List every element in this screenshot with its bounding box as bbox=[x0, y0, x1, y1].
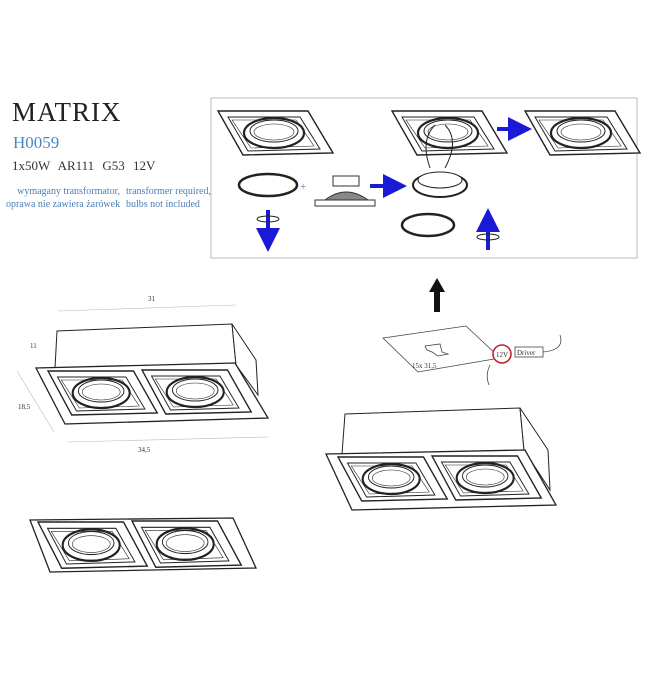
dim-height: 11 bbox=[30, 342, 37, 350]
installation-instructions-panel: + bbox=[210, 97, 642, 259]
bulb-in-gimbal bbox=[412, 124, 468, 198]
rotate-icon bbox=[476, 233, 500, 241]
note-polish: wymagany transformator, oprawa nie zawie… bbox=[6, 185, 120, 211]
arrow-up-icon bbox=[429, 278, 445, 312]
fixture-perspective bbox=[324, 407, 558, 511]
note-pl-line2: oprawa nie zawiera żarówek bbox=[6, 199, 121, 210]
product-name: MATRIX bbox=[12, 97, 122, 127]
rotate-icon bbox=[256, 215, 280, 223]
retaining-ring bbox=[237, 172, 299, 198]
fixture-front bbox=[29, 517, 258, 573]
dim-length-top: 31 bbox=[148, 295, 156, 303]
product-spec: 1x50W AR111 G53 12V bbox=[12, 158, 156, 173]
transformer-size: 15x 31,5 bbox=[412, 362, 437, 370]
product-code: H0059 bbox=[13, 133, 60, 152]
driver-label: Driver bbox=[517, 349, 536, 357]
voltage-label: 12V bbox=[496, 351, 508, 359]
direction-arrows bbox=[256, 117, 532, 252]
retaining-ring-2 bbox=[400, 212, 456, 238]
note-en-line2: bulbs not included bbox=[126, 199, 200, 210]
plus-sign: + bbox=[300, 181, 306, 193]
ar111-bulb bbox=[314, 175, 376, 207]
fixture-dimensioned bbox=[16, 304, 270, 443]
dim-length-bottom: 34,5 bbox=[138, 446, 151, 454]
note-pl-line1: wymagany transformator, bbox=[17, 186, 120, 197]
note-en-line1: transformer required, bbox=[126, 186, 211, 197]
transformer-diagram bbox=[382, 325, 562, 386]
dim-depth: 18,5 bbox=[18, 403, 31, 411]
note-english: transformer required, bulbs not included bbox=[126, 185, 211, 211]
